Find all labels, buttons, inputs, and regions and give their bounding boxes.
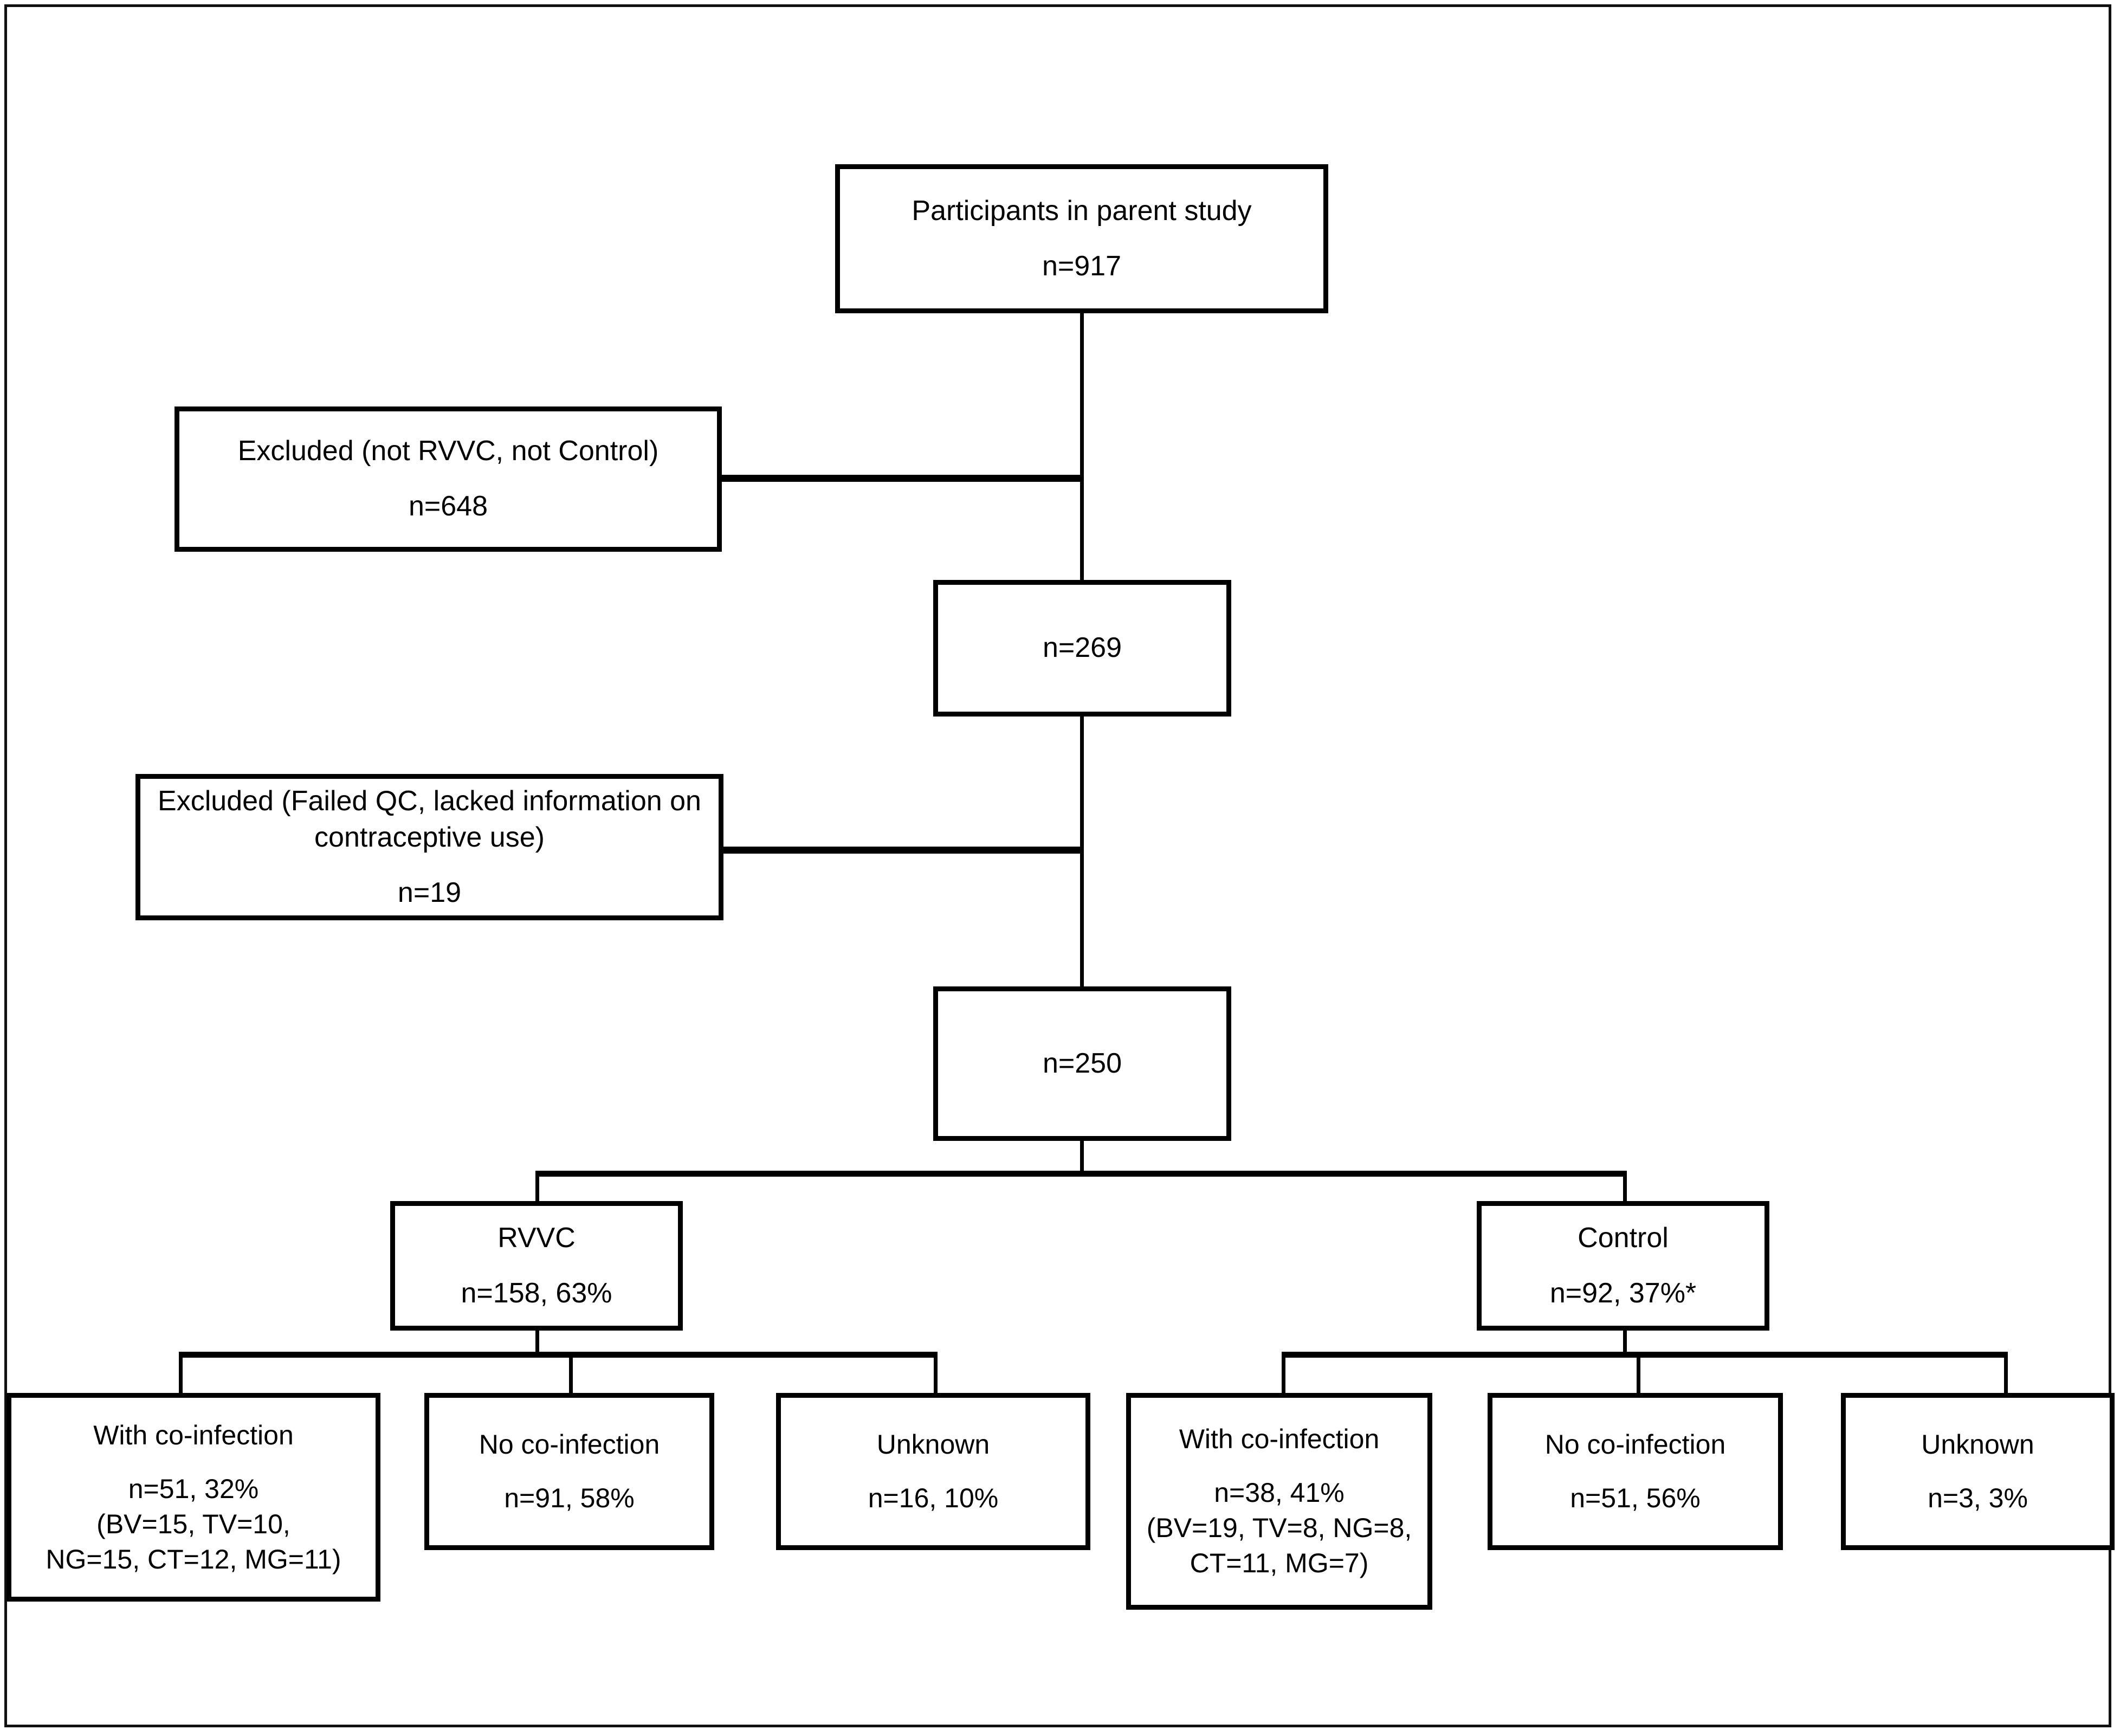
rvvc-count: n=158, 63%	[461, 1277, 612, 1309]
rvvc-unknown-label: Unknown	[876, 1429, 990, 1460]
node-n250[interactable]: n=250	[933, 986, 1231, 1141]
connector-split-to-rvvc	[535, 1171, 539, 1201]
split-bar-control-children	[1282, 1352, 2008, 1358]
rvvc-with-coinfection-breakdown-line2: NG=15, CT=12, MG=11)	[46, 1544, 341, 1574]
node-rvvc-no-coinfection[interactable]: No co-infection n=91, 58%	[424, 1393, 714, 1550]
connector-control-to-unknown	[2004, 1352, 2008, 1395]
control-with-coinfection-breakdown-line2: CT=11, MG=7)	[1190, 1548, 1369, 1578]
rvvc-no-coinfection-label: No co-infection	[479, 1429, 660, 1460]
rvvc-with-coinfection-label: With co-infection	[93, 1419, 294, 1450]
split-bar-groups	[537, 1171, 1627, 1177]
excluded-1-count: n=648	[408, 491, 488, 522]
rvvc-label: RVVC	[497, 1222, 576, 1254]
parent-study-label: Participants in parent study	[912, 195, 1252, 227]
node-rvvc-unknown[interactable]: Unknown n=16, 10%	[776, 1393, 1090, 1550]
node-participants-parent-study[interactable]: Participants in parent study n=917	[835, 164, 1328, 313]
excluded-1-label: Excluded (not RVVC, not Control)	[237, 435, 659, 467]
connector-rvvc-to-no-coinfection	[569, 1352, 573, 1395]
parent-study-count: n=917	[1042, 250, 1122, 282]
node-excluded-failed-qc[interactable]: Excluded (Failed QC, lacked information …	[135, 774, 723, 920]
node-control-unknown[interactable]: Unknown n=3, 3%	[1841, 1393, 2115, 1550]
connector-excluded2-to-trunk	[721, 847, 1084, 854]
connector-split-to-control	[1623, 1171, 1627, 1201]
control-with-coinfection-count: n=38, 41%	[1214, 1477, 1345, 1508]
rvvc-unknown-count: n=16, 10%	[868, 1483, 999, 1513]
figure-outer-frame	[4, 4, 2111, 1727]
connector-control-to-no-coinfection	[1637, 1352, 1640, 1395]
control-with-coinfection-breakdown-line1: (BV=19, TV=8, NG=8,	[1146, 1513, 1412, 1543]
rvvc-with-coinfection-count: n=51, 32%	[128, 1473, 259, 1504]
connector-rvvc-to-with-coinfection	[179, 1352, 183, 1395]
connector-n250-to-split	[1080, 1139, 1084, 1173]
control-no-coinfection-count: n=51, 56%	[1570, 1483, 1701, 1513]
connector-excluded1-to-trunk	[720, 475, 1084, 482]
connector-control-to-split	[1623, 1328, 1627, 1354]
n269-count: n=269	[1042, 632, 1122, 664]
control-with-coinfection-label: With co-infection	[1179, 1424, 1380, 1454]
connector-rvvc-to-unknown	[934, 1352, 938, 1395]
control-no-coinfection-label: No co-infection	[1544, 1429, 1726, 1460]
control-count: n=92, 37%*	[1549, 1277, 1697, 1309]
node-control-no-coinfection[interactable]: No co-infection n=51, 56%	[1488, 1393, 1783, 1550]
rvvc-with-coinfection-breakdown-line1: (BV=15, TV=10,	[96, 1508, 290, 1539]
node-n269[interactable]: n=269	[933, 580, 1231, 717]
connector-rvvc-to-split	[535, 1328, 539, 1354]
connector-control-to-with-coinfection	[1282, 1352, 1285, 1395]
excluded-2-label-line1: Excluded (Failed QC, lacked information …	[158, 785, 701, 817]
control-unknown-label: Unknown	[1921, 1429, 2034, 1460]
excluded-2-label-line2: contraceptive use)	[314, 822, 545, 854]
split-bar-rvvc-children	[179, 1352, 938, 1358]
rvvc-no-coinfection-count: n=91, 58%	[504, 1483, 635, 1513]
control-unknown-count: n=3, 3%	[1928, 1483, 2028, 1513]
n250-count: n=250	[1042, 1047, 1122, 1079]
node-rvvc-group[interactable]: RVVC n=158, 63%	[390, 1201, 683, 1331]
node-rvvc-with-coinfection[interactable]: With co-infection n=51, 32% (BV=15, TV=1…	[7, 1393, 380, 1602]
connector-parent-to-n269	[1080, 311, 1084, 582]
node-excluded-not-rvvc-not-control[interactable]: Excluded (not RVVC, not Control) n=648	[174, 406, 722, 552]
node-control-group[interactable]: Control n=92, 37%*	[1477, 1201, 1769, 1331]
node-control-with-coinfection[interactable]: With co-infection n=38, 41% (BV=19, TV=8…	[1126, 1393, 1432, 1610]
excluded-2-count: n=19	[397, 876, 462, 908]
control-label: Control	[1578, 1222, 1669, 1254]
